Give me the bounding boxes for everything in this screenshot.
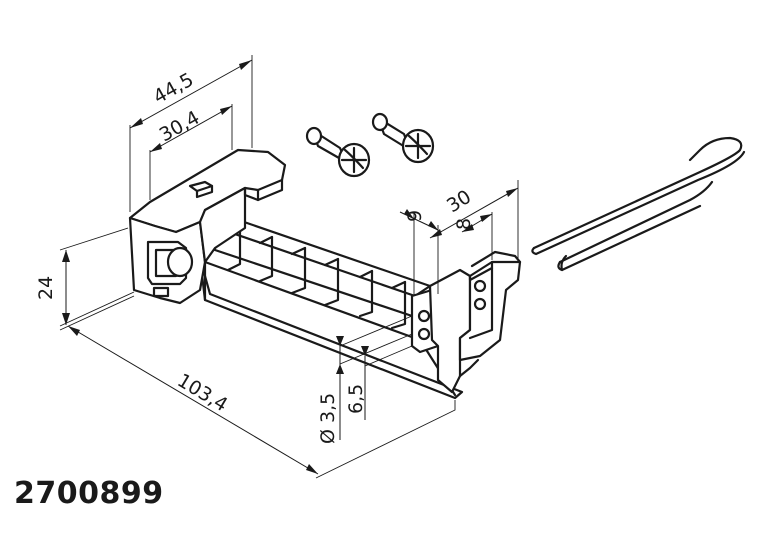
dim-label-end-width: 30 <box>443 186 475 217</box>
dim-label-height: 24 <box>35 276 57 300</box>
dim-label-hole-offset: 6,5 <box>345 384 367 414</box>
dim-label-overall-width: 44,5 <box>150 69 198 109</box>
screw-left <box>305 126 371 178</box>
dim-height: 24 <box>35 227 135 327</box>
cotter-pin <box>531 136 746 272</box>
left-head-block <box>128 148 287 305</box>
part-number: 2700899 <box>14 476 164 511</box>
dim-label-slot-width: 9 <box>404 210 426 222</box>
right-fork-end <box>410 250 522 394</box>
screw-right <box>371 112 435 164</box>
dim-label-end-slot: 8 <box>453 218 475 230</box>
dim-hole: Ø 3,5 6,5 <box>317 315 413 444</box>
dim-label-inner-width: 30,4 <box>156 107 204 147</box>
dim-label-length: 103,4 <box>173 369 231 416</box>
dim-label-hole-diameter: Ø 3,5 <box>317 393 339 444</box>
